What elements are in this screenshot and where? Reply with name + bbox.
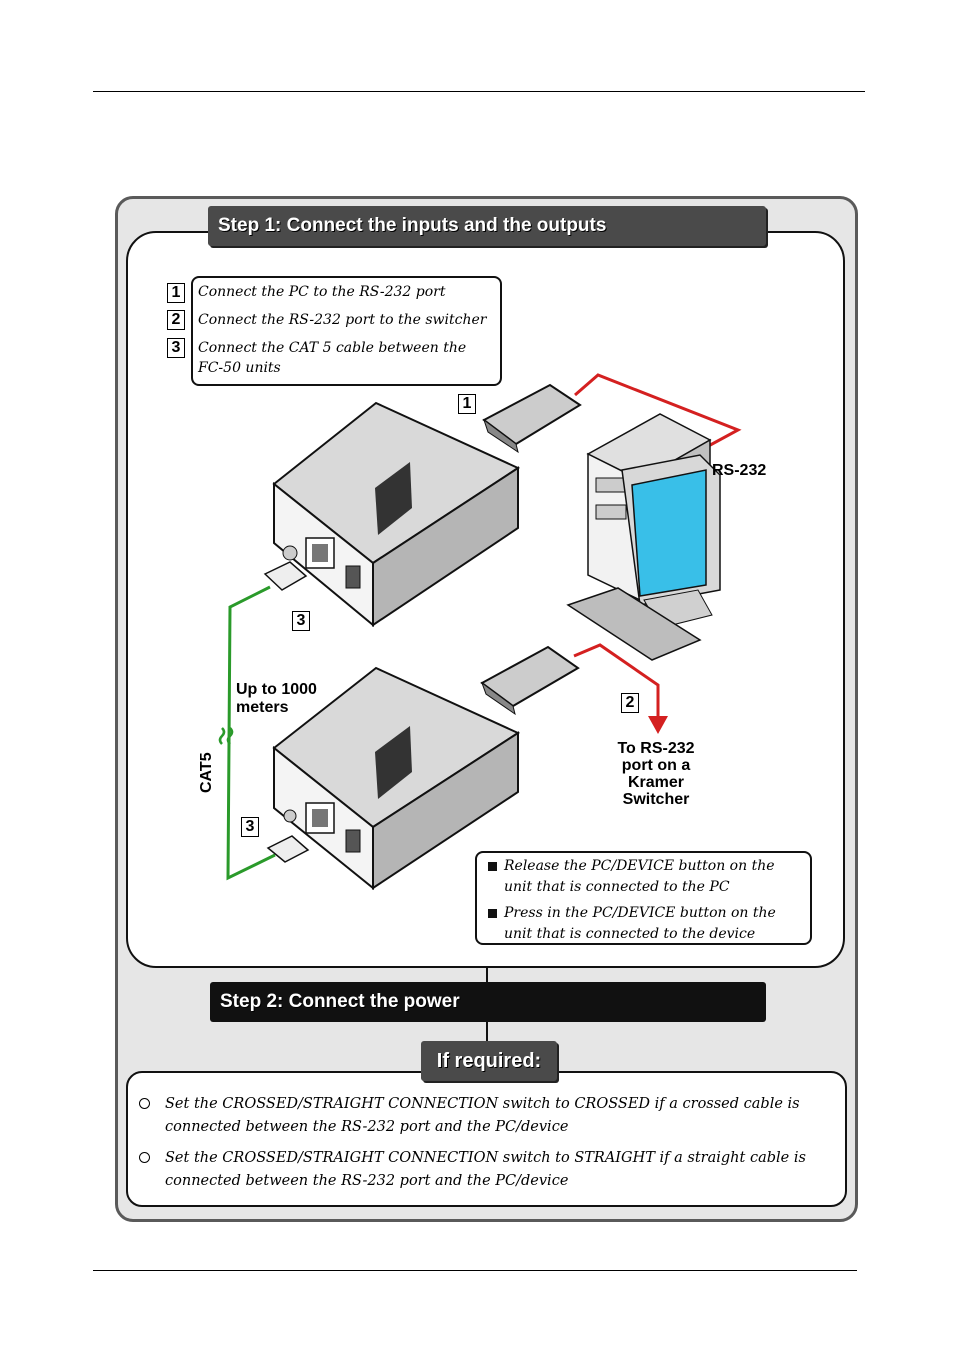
distance-label: Up to 1000 meters [236,681,317,716]
bullet-square-icon [488,909,497,918]
connector-line [486,968,488,982]
pc-computer [566,413,721,661]
bullet-circle-icon [139,1152,150,1163]
connector-line [486,1022,488,1042]
step-number-3: 3 [167,338,185,358]
step2-title: Step 2: Connect the power [220,991,460,1012]
instruction-text-1: Connect the PC to the RS-232 port [198,284,446,300]
callout-2: 2 [621,693,639,713]
notes-box [475,851,812,945]
db9-connector-bottom [480,645,580,716]
db9-connector-top [482,383,582,454]
step-number-2: 2 [167,310,185,330]
switcher-label: To RS-232 port on a Kramer Switcher [617,740,695,808]
bullet-circle-icon [139,1098,150,1109]
cat5-label: CAT5 [198,752,215,793]
if-required-panel [126,1071,847,1207]
step1-header: Step 1: Connect the inputs and the outpu… [208,206,766,246]
bottom-rule [93,1270,857,1271]
step-number-1: 1 [167,283,185,303]
step2-header: Step 2: Connect the power [210,982,766,1022]
instruction-text-3: Connect the CAT 5 cable between the FC-5… [198,340,467,376]
instruction-text-2: Connect the RS-232 port to the switcher [198,312,487,328]
callout-1: 1 [458,394,476,414]
if-required-text: Set the CROSSED/STRAIGHT CONNECTION swit… [165,1150,806,1189]
instructions-box [191,276,502,386]
top-rule [93,91,865,92]
fc50-unit-top [272,401,521,628]
if-required-title: If required: [436,1049,542,1072]
bullet-square-icon [488,862,497,871]
note-text: Release the PC/DEVICE button on the unit… [504,858,775,895]
callout-3-bottom: 3 [241,817,259,837]
note-text: Press in the PC/DEVICE button on the uni… [504,905,776,942]
rs232-label: RS-232 [712,462,767,479]
callout-3-top: 3 [292,611,310,631]
if-required-header: If required: [421,1041,557,1081]
step1-title: Step 1: Connect the inputs and the outpu… [218,215,607,236]
fc50-unit-bottom [272,666,521,891]
if-required-text: Set the CROSSED/STRAIGHT CONNECTION swit… [165,1096,800,1135]
